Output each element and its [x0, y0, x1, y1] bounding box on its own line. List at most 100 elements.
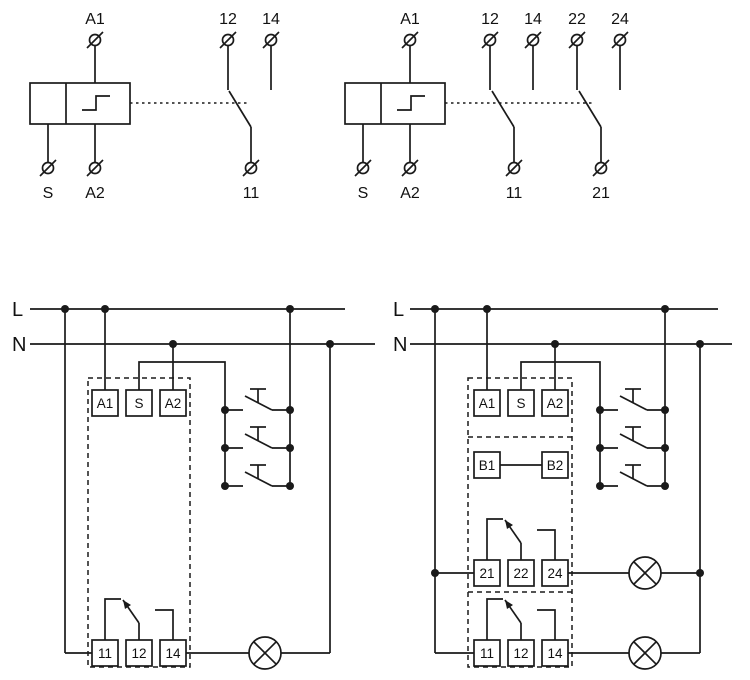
terminal-label-12: 12	[481, 11, 499, 28]
screw-terminal-icon	[481, 31, 499, 49]
terminal-label-a2: A2	[400, 185, 420, 202]
terminal-box-11	[91, 639, 119, 667]
junction-dot	[483, 305, 491, 313]
terminal-label-11: 11	[506, 185, 523, 202]
terminal-label-12: 12	[131, 646, 146, 661]
lamp-icon	[248, 636, 282, 670]
changeover-contact-icon	[486, 598, 556, 641]
relay-symbol-single: A1 12 14 S A2 11	[29, 11, 280, 202]
junction-dot	[169, 340, 177, 348]
terminal-label-12: 12	[513, 646, 528, 661]
terminal-box-22	[507, 559, 535, 587]
screw-terminal-icon	[524, 31, 542, 49]
terminal-label-s: S	[134, 396, 143, 411]
screw-terminal-icon	[242, 159, 260, 177]
terminal-label-a2: A2	[85, 185, 105, 202]
line-label-n: N	[12, 334, 26, 356]
junction-dot	[551, 340, 559, 348]
terminal-label-14: 14	[547, 646, 563, 661]
terminal-box-11	[473, 639, 501, 667]
junction-dot	[101, 305, 109, 313]
relay-symbol-double: A1 12 14 22 24 S A2 11 21	[344, 11, 629, 202]
terminal-box-a1	[473, 389, 501, 417]
wiring-diagram-double: L N A1 S A2 B1 B2 21 22 24 11 12 14	[393, 299, 732, 670]
terminal-box-s	[125, 389, 153, 417]
terminal-label-a1: A1	[85, 11, 105, 28]
terminal-label-s: S	[516, 396, 525, 411]
changeover-contact-icon	[486, 518, 556, 561]
screw-terminal-icon	[611, 31, 629, 49]
push-button-icon	[220, 388, 295, 415]
device-outline	[467, 377, 573, 668]
terminal-label-21: 21	[592, 185, 610, 202]
terminal-label-b2: B2	[547, 458, 564, 473]
terminal-label-24: 24	[547, 566, 563, 581]
screw-terminal-icon	[401, 31, 419, 49]
junction-dot	[661, 305, 669, 313]
terminal-box-a2	[541, 389, 569, 417]
terminal-box-a1	[91, 389, 119, 417]
terminal-box-b2	[541, 451, 569, 479]
screw-terminal-icon	[219, 31, 237, 49]
terminal-label-12: 12	[219, 11, 237, 28]
terminal-label-14: 14	[165, 646, 181, 661]
screw-terminal-icon	[86, 159, 104, 177]
terminal-label-22: 22	[513, 566, 528, 581]
junction-dot	[431, 305, 439, 313]
lamp-icon	[628, 556, 662, 590]
wire	[520, 361, 601, 486]
push-button-icon	[595, 388, 670, 415]
terminal-label-b1: B1	[479, 458, 496, 473]
terminal-box-24	[541, 559, 569, 587]
wiring-diagram-single: L N A1 S A2 11 12 14	[12, 299, 375, 670]
terminal-label-14: 14	[262, 11, 280, 28]
terminal-box-21	[473, 559, 501, 587]
terminal-label-21: 21	[479, 566, 494, 581]
junction-dot	[431, 569, 439, 577]
terminal-box-12	[507, 639, 535, 667]
screw-terminal-icon	[354, 159, 372, 177]
terminal-label-22: 22	[568, 11, 586, 28]
terminal-label-14: 14	[524, 11, 542, 28]
junction-dot	[61, 305, 69, 313]
contact-blade	[578, 90, 602, 128]
push-button-icon	[220, 464, 295, 491]
terminal-label-a2: A2	[547, 396, 564, 411]
line-label-n: N	[393, 334, 407, 356]
terminal-label-a1: A1	[400, 11, 420, 28]
terminal-label-11: 11	[243, 185, 260, 202]
line-label-l: L	[12, 299, 23, 321]
step-function-icon	[397, 95, 425, 111]
terminal-box-14	[159, 639, 187, 667]
terminal-label-a1: A1	[97, 396, 114, 411]
screw-terminal-icon	[39, 159, 57, 177]
screw-terminal-icon	[401, 159, 419, 177]
step-function-icon	[82, 95, 110, 111]
screw-terminal-icon	[86, 31, 104, 49]
wire	[138, 361, 226, 486]
device-outline	[87, 377, 191, 668]
terminal-box-a2	[159, 389, 187, 417]
terminal-label-s: S	[358, 185, 369, 202]
terminal-label-11: 11	[480, 646, 494, 661]
push-button-icon	[220, 426, 295, 453]
terminal-label-a2: A2	[165, 396, 182, 411]
line-label-l: L	[393, 299, 404, 321]
terminal-label-a1: A1	[479, 396, 496, 411]
screw-terminal-icon	[262, 31, 280, 49]
changeover-contact-icon	[104, 598, 174, 641]
terminal-label-11: 11	[98, 646, 112, 661]
terminal-box-14	[541, 639, 569, 667]
contact-blade	[491, 90, 515, 128]
screw-terminal-icon	[592, 159, 610, 177]
push-button-icon	[595, 426, 670, 453]
terminal-box-12	[125, 639, 153, 667]
push-button-icon	[595, 464, 670, 491]
lamp-icon	[628, 636, 662, 670]
relay-coil-box	[29, 82, 131, 125]
contact-blade	[228, 90, 252, 128]
terminal-label-s: S	[43, 185, 54, 202]
screw-terminal-icon	[505, 159, 523, 177]
junction-dot	[286, 305, 294, 313]
